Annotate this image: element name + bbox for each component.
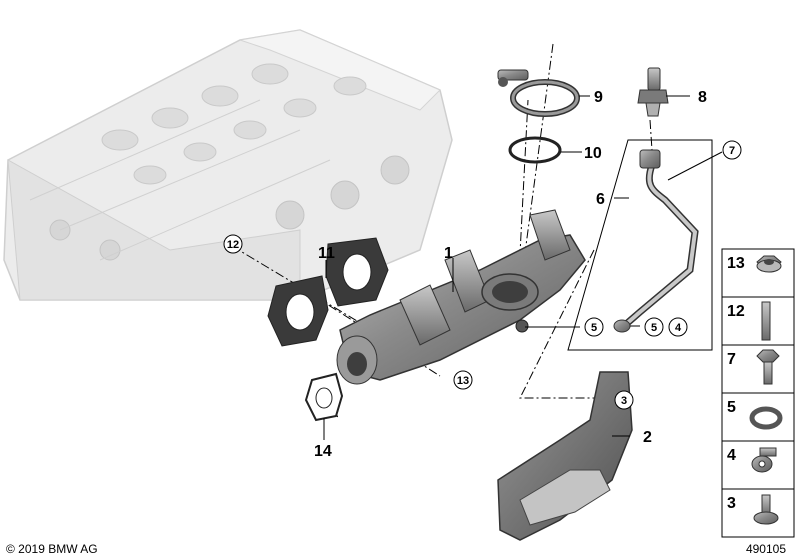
pressure-sensor [637, 67, 669, 117]
svg-text:4: 4 [727, 447, 736, 464]
circled-label-13: 13 [453, 370, 473, 390]
svg-text:3: 3 [727, 495, 736, 512]
svg-text:4: 4 [675, 322, 682, 334]
svg-text:13: 13 [457, 375, 469, 387]
copyright-notice: © 2019 BMW AG [6, 542, 98, 556]
circled-label-5-a: 5 [584, 317, 604, 337]
label-part-1: 1 [444, 245, 453, 262]
gasket-inner [267, 275, 329, 347]
svg-text:7: 7 [727, 351, 736, 368]
label-part-10: 10 [584, 145, 602, 162]
svg-text:13: 13 [727, 255, 745, 272]
pipe-group-bracket [567, 139, 713, 351]
svg-text:5: 5 [727, 399, 736, 416]
legend-cell-13: 13 [721, 248, 795, 298]
legend-cell-4: 4 [721, 440, 795, 490]
label-part-9: 9 [594, 89, 603, 106]
svg-text:5: 5 [651, 322, 657, 334]
svg-text:7: 7 [729, 145, 735, 157]
sealing-ring [508, 136, 562, 164]
label-part-11: 11 [318, 245, 335, 262]
svg-text:12: 12 [227, 239, 239, 251]
callout-lines [323, 95, 723, 440]
parts-legend: 13 12 7 5 4 3 [721, 248, 795, 538]
circled-label-5-b: 5 [644, 317, 664, 337]
label-part-2: 2 [643, 429, 652, 446]
heat-shield [497, 371, 633, 541]
v-band-clamp [497, 69, 580, 117]
pressure-pipe [613, 149, 699, 333]
label-part-6: 6 [596, 191, 605, 208]
cylinder-head-illustration [3, 29, 453, 301]
flange-gasket [304, 372, 344, 422]
svg-text:3: 3 [621, 395, 627, 407]
legend-cell-3: 3 [721, 488, 795, 538]
exhaust-manifold [336, 209, 586, 385]
document-number: 490105 [745, 542, 786, 556]
legend-cell-7: 7 [721, 344, 795, 394]
circled-label-4: 4 [668, 317, 688, 337]
legend-cell-12: 12 [721, 296, 795, 346]
label-part-14: 14 [314, 443, 332, 460]
circled-label-3: 3 [614, 390, 634, 410]
gasket-outer [325, 237, 389, 307]
circled-label-12: 12 [223, 234, 243, 254]
svg-text:12: 12 [727, 303, 745, 320]
circled-label-7: 7 [722, 140, 742, 160]
svg-text:5: 5 [591, 322, 597, 334]
legend-cell-5: 5 [721, 392, 795, 442]
label-part-8: 8 [698, 89, 707, 106]
